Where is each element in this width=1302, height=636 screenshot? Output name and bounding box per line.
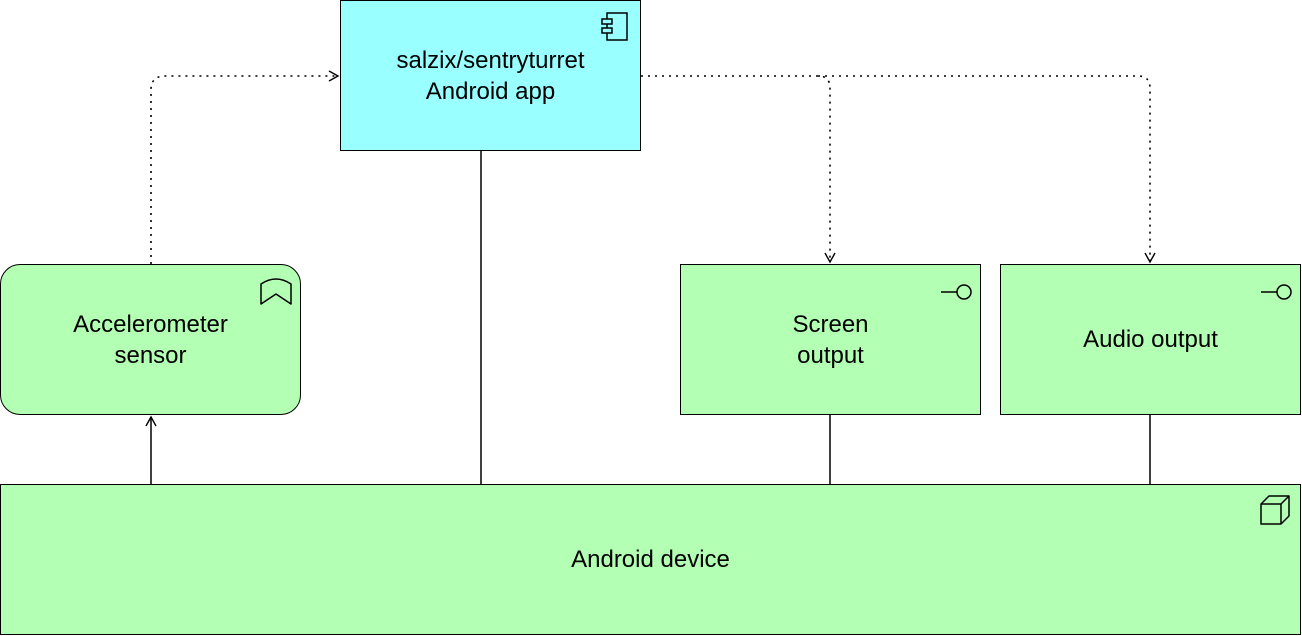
interface-icon [1261,284,1292,300]
android-app-label: salzix/sentryturret Android app [396,46,585,105]
screen-output-interface[interactable]: Screen output [680,264,981,415]
audio-output-interface[interactable]: Audio output [1000,264,1301,415]
node-icon [1260,495,1290,525]
app-to-screen-flow [641,75,836,264]
android-device-node[interactable]: Android device [0,484,1301,635]
android-device-label: Android device [571,546,730,573]
component-icon [601,12,628,41]
android-app-component[interactable]: salzix/sentryturret Android app [340,0,641,151]
accelerometer-sensor-event[interactable]: Accelerometer sensor [0,264,301,415]
app-to-audio-flow [818,75,1156,264]
screen-output-label: Screen output [792,310,869,369]
sensor-to-app-flow [150,70,340,264]
interface-icon [941,284,972,300]
event-icon [260,278,292,305]
audio-output-label: Audio output [1083,326,1218,353]
accelerometer-sensor-label: Accelerometer sensor [73,310,228,369]
